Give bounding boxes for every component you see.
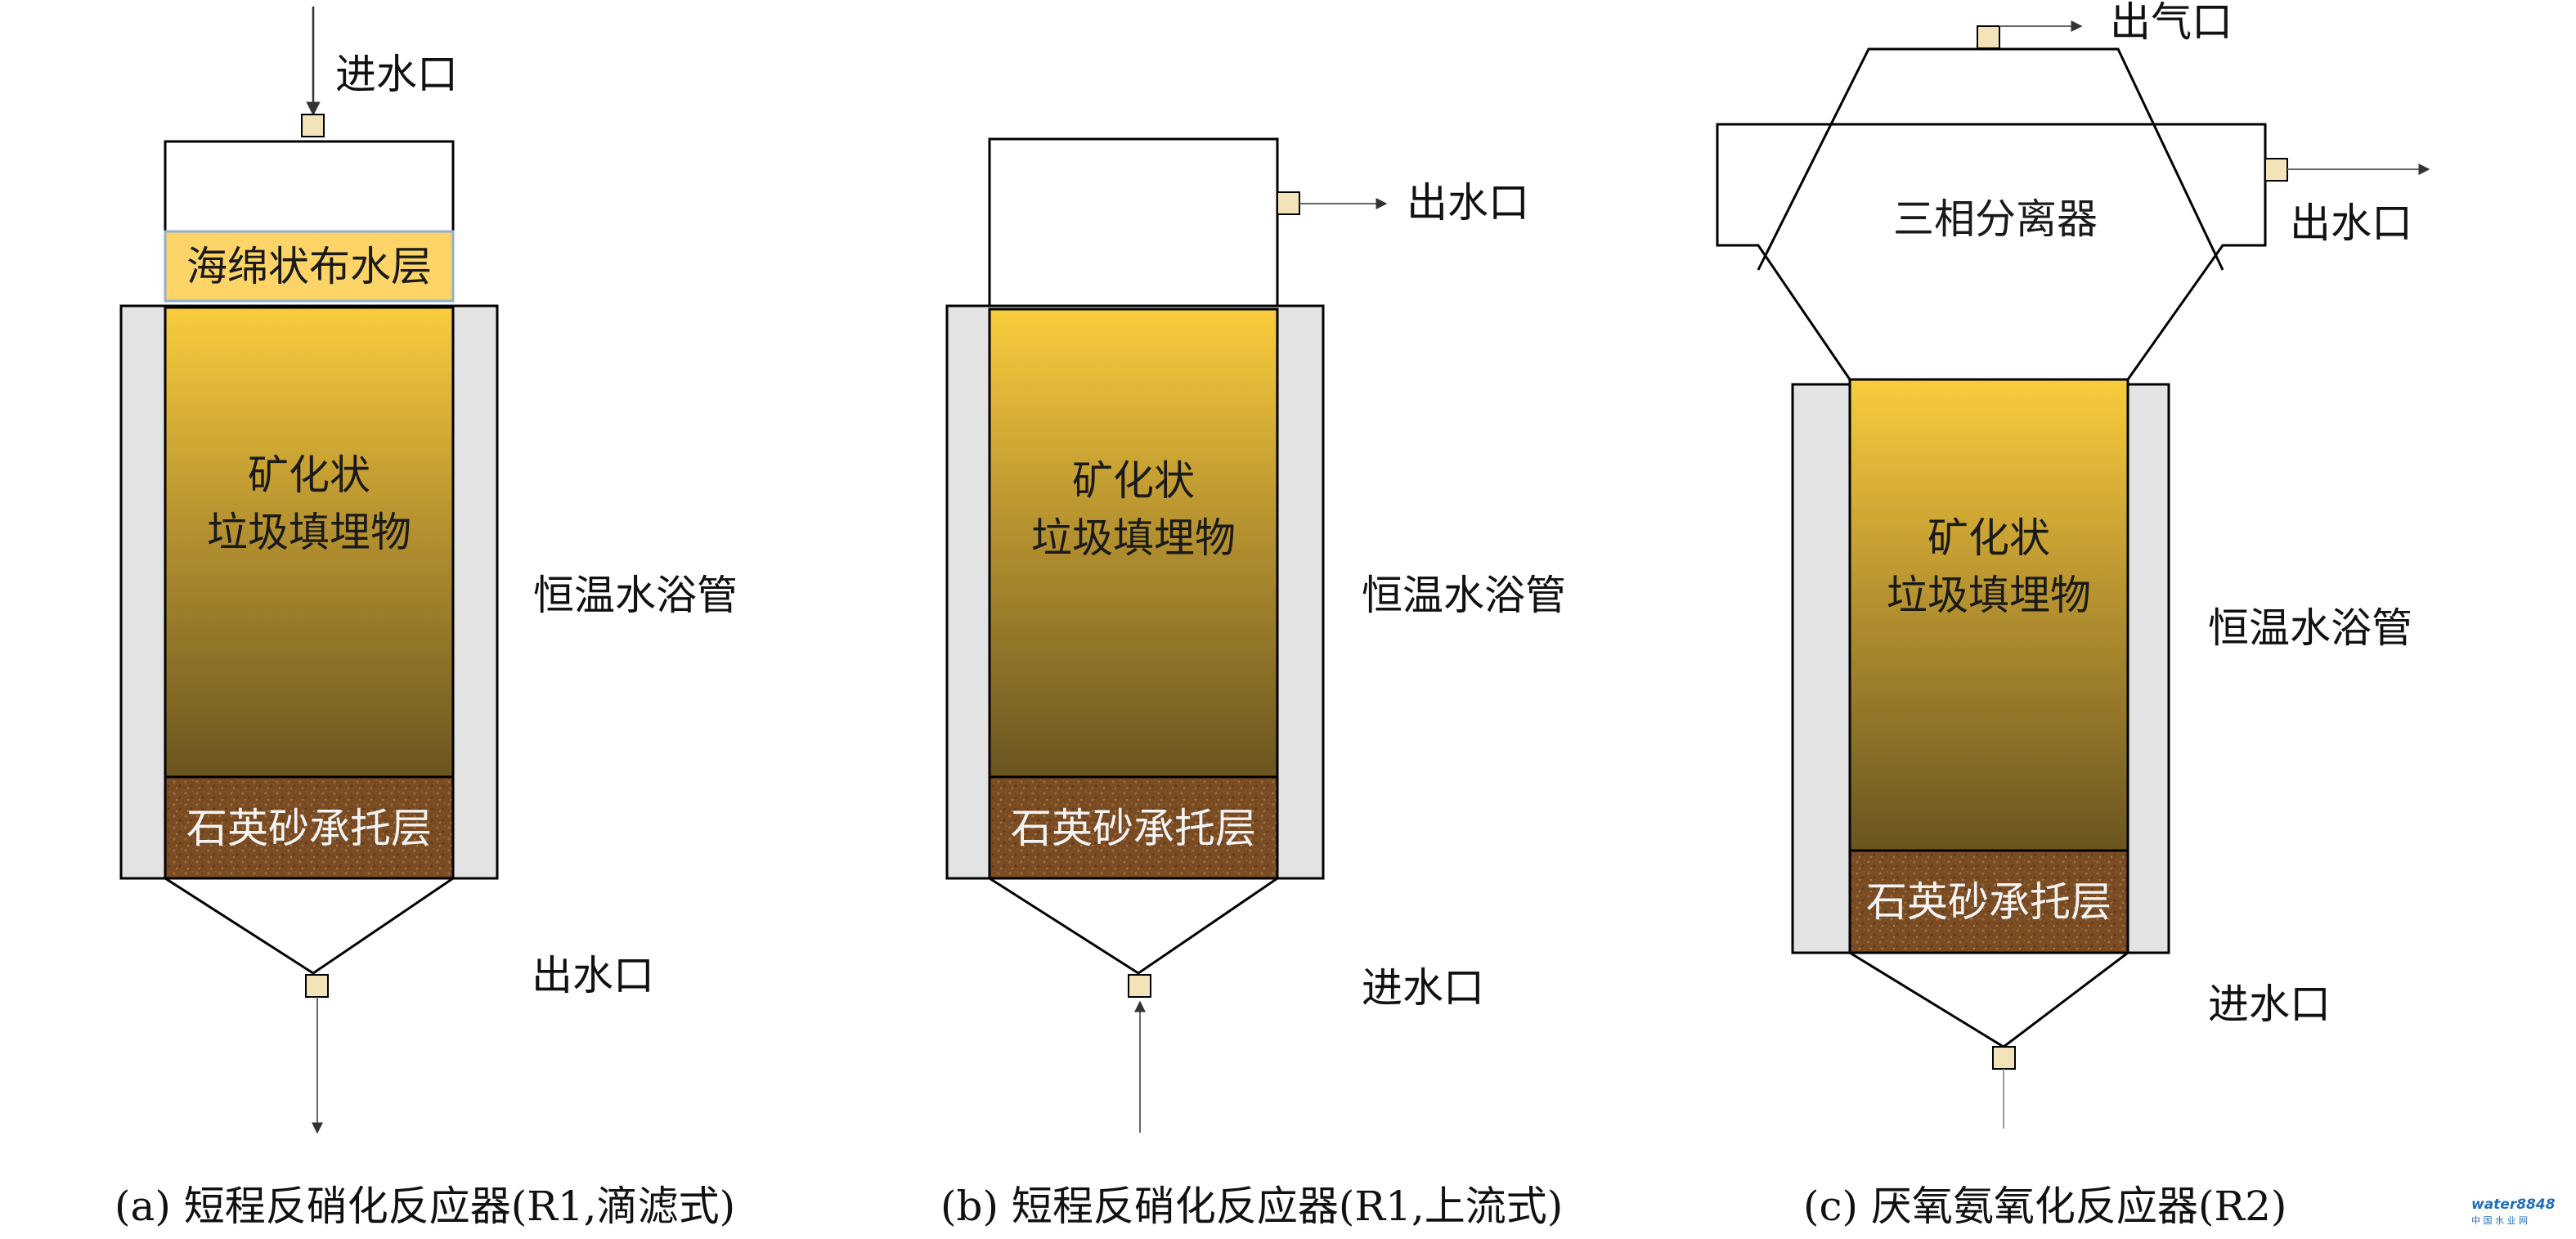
watermark-sub: 中 国 水 业 网 (2471, 1215, 2528, 1226)
b-fill-label-2: 垃圾填埋物 (1031, 514, 1236, 562)
c-gas-outlet-label: 出气口 (2110, 0, 2233, 46)
c-inlet-port[interactable] (1992, 1046, 2016, 1070)
a-caption: (a) 短程反硝化反应器(R1,滴滤式) (114, 1183, 735, 1230)
a-top-chamber (164, 140, 455, 233)
c-sand-label: 石英砂承托层 (1866, 878, 2112, 926)
reactor-a: 进水口 海绵状布水层 矿化状 垃圾填埋物 石英砂承托层 恒温水浴管 出水口 (a… (114, 7, 738, 1230)
c-separator-body (1716, 123, 2267, 381)
a-sand-layer (164, 775, 455, 880)
c-cone-bottom (1849, 951, 2129, 1048)
b-inlet-label: 进水口 (1362, 964, 1484, 1012)
a-outlet-label: 出水口 (532, 952, 654, 999)
a-fill-label-1: 矿化状 (248, 451, 370, 499)
c-outlet-port[interactable] (2264, 158, 2288, 182)
a-sponge-layer (164, 230, 455, 303)
b-sand-label: 石英砂承托层 (1011, 805, 1256, 852)
b-inlet-port[interactable] (1128, 974, 1151, 998)
c-fill-label-1: 矿化状 (1928, 514, 2050, 562)
a-outlet-port[interactable] (305, 974, 329, 998)
b-top-chamber (988, 137, 1279, 310)
c-inlet-label: 进水口 (2208, 981, 2331, 1028)
reactor-b: 出水口 矿化状 垃圾填埋物 石英砂承托层 恒温水浴管 进水口 (b) 短程反硝化… (940, 137, 1566, 1230)
reactor-c: 出气口 三相分离器 出水口 矿化状 垃圾填埋物 石英砂承托层 恒温水浴管 进水口… (1716, 0, 2430, 1230)
a-sponge-label: 海绵状布水层 (186, 243, 432, 290)
a-inlet-port[interactable] (301, 114, 325, 137)
a-bath-label: 恒温水浴管 (533, 572, 738, 619)
b-bath-label: 恒温水浴管 (1362, 572, 1566, 619)
c-sand-layer (1848, 849, 2129, 954)
a-fill-label-2: 垃圾填埋物 (207, 509, 411, 556)
a-cone-bottom (164, 877, 454, 975)
c-separator-label: 三相分离器 (1893, 195, 2098, 243)
b-outlet-port[interactable] (1277, 191, 1300, 215)
c-bath-label: 恒温水浴管 (2208, 604, 2412, 652)
b-fill-label-1: 矿化状 (1072, 457, 1195, 505)
b-caption: (b) 短程反硝化反应器(R1,上流式) (940, 1183, 1563, 1230)
c-packing-fill (1848, 378, 2129, 852)
b-outlet-label: 出水口 (1407, 179, 1529, 227)
c-gas-outlet-port[interactable] (1977, 25, 2000, 49)
b-cone-bottom (989, 877, 1278, 975)
watermark-brand: water8848 (2471, 1196, 2556, 1213)
c-separator-hood (1757, 47, 2224, 271)
b-sand-layer (988, 775, 1279, 880)
c-fill-label-2: 垃圾填埋物 (1887, 572, 2091, 619)
c-caption: (c) 厌氧氨氧化反应器(R2) (1803, 1183, 2287, 1230)
c-outlet-label: 出水口 (2290, 200, 2412, 247)
a-inlet-label: 进水口 (335, 51, 458, 98)
a-sand-label: 石英砂承托层 (186, 805, 432, 852)
watermark-logo: water8848 中 国 水 业 网 (2471, 1196, 2556, 1226)
